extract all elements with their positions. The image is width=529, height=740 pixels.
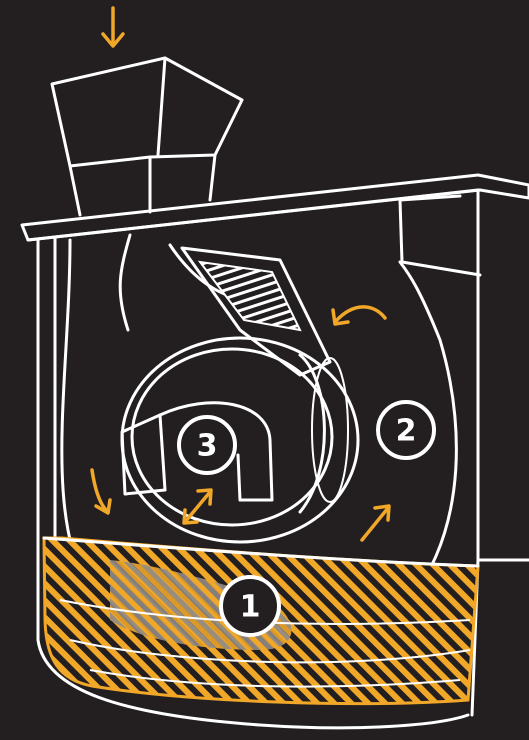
flow-arrow-top-icon — [331, 305, 387, 326]
flow-arrow-right-icon — [360, 504, 391, 542]
hopper — [50, 56, 244, 217]
marker-2-label: 2 — [396, 414, 417, 449]
flow-arrow-left-icon — [90, 468, 112, 515]
marker-3-label: 3 — [197, 429, 218, 464]
marker-1: 1 — [219, 575, 281, 637]
marker-1-label: 1 — [240, 590, 261, 625]
flow-arrow-center-icon — [182, 488, 213, 525]
marker-2: 2 — [376, 400, 436, 460]
housing — [36, 188, 529, 730]
rotor — [120, 336, 360, 544]
rotor-inlet — [120, 401, 274, 502]
top-plate — [20, 173, 529, 242]
screen-guide — [180, 246, 332, 377]
marker-3: 3 — [177, 415, 237, 475]
feed-arrow-icon — [101, 6, 125, 48]
